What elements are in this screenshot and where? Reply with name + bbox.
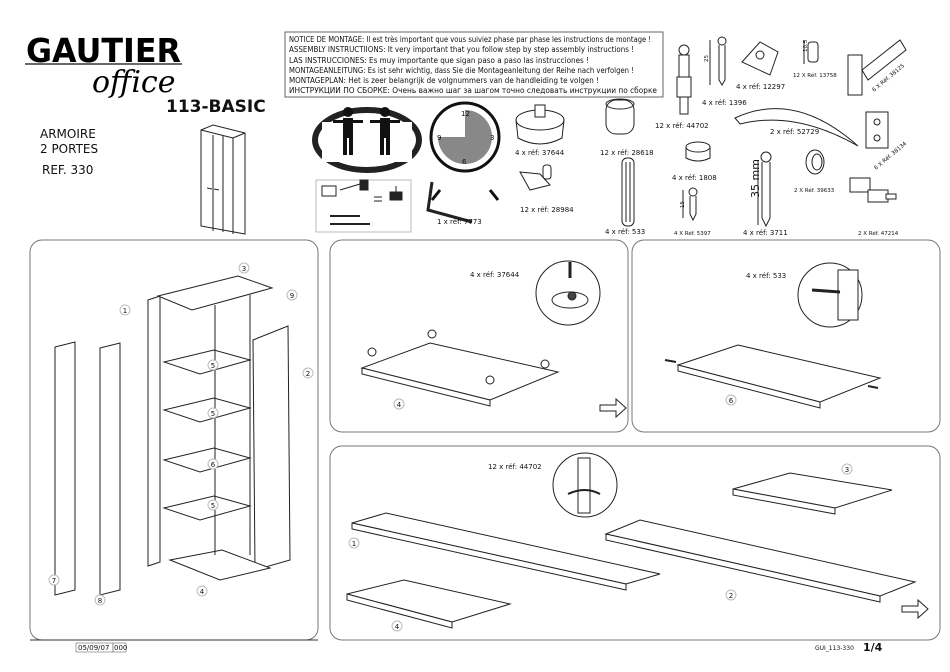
svg-text:LAS INSTRUCCIONES: Es muy impo: LAS INSTRUCCIONES: Es muy importante que… <box>289 56 589 65</box>
dowel-icon <box>621 157 635 227</box>
hw-label-1396: 4 x réf: 1396 <box>702 99 747 107</box>
handle-icon <box>734 108 859 147</box>
footer-doc: GUI_113-330 <box>815 645 854 652</box>
hw-label-12297: 4 x réf: 12297 <box>736 83 785 91</box>
step-3-drawing <box>664 262 882 409</box>
svg-text:2: 2 <box>729 592 733 600</box>
svg-text:1: 1 <box>123 307 127 315</box>
footer-code: 000 <box>114 644 127 652</box>
product-line1: ARMOIRE <box>40 127 96 141</box>
shelf-support-icon <box>519 164 552 191</box>
grommet-icon <box>805 149 825 175</box>
svg-text:5: 5 <box>211 362 215 370</box>
step-4-label: 12 x réf: 44702 <box>488 463 542 471</box>
cam-housing-icon <box>515 104 565 145</box>
part-numbers: 3 1 9 2 5 5 6 5 7 8 4 <box>48 262 314 606</box>
part-6-callout: 6 <box>729 397 734 405</box>
cap-icon <box>685 141 711 162</box>
exploded-view <box>54 275 291 596</box>
hw-label-37644: 4 x réf: 37644 <box>515 149 565 157</box>
hinge-icon <box>847 39 907 96</box>
page-number: 1/4 <box>863 641 883 654</box>
hw-label-13758: 12 X Réf. 13758 <box>793 72 837 79</box>
step-4-drawing <box>346 452 929 629</box>
svg-text:2: 2 <box>306 370 310 378</box>
svg-text:1: 1 <box>352 540 356 548</box>
svg-text:ASSEMBLY INSTRUCTIIONS: It ver: ASSEMBLY INSTRUCTIIONS: It very importan… <box>289 45 634 54</box>
part-4-callout: 4 <box>397 401 402 409</box>
svg-text:8: 8 <box>98 597 102 605</box>
dim-35mm: 35 mm <box>749 159 762 198</box>
product-ref: REF. 330 <box>42 163 93 177</box>
svg-text:9: 9 <box>437 134 441 142</box>
hw-label-28984: 12 x réf: 28984 <box>520 206 574 214</box>
hw-label-7773: 1 x réf: 7773 <box>437 218 482 226</box>
svg-text:ИНСТРУКЦИИ ПО СБОРКЕ: Очень ва: ИНСТРУКЦИИ ПО СБОРКЕ: Очень важно шаг за… <box>289 86 657 95</box>
screw-15-icon <box>682 187 698 222</box>
step-2-label: 4 x réf: 37644 <box>470 271 520 279</box>
step-3-label: 4 x réf: 533 <box>746 272 786 280</box>
model-title: 113-BASIC <box>166 97 266 117</box>
notice-text: NOTICE DE MONTAGE: Il est très important… <box>289 35 657 95</box>
svg-text:MONTAGEPLAN: Het is zeer belan: MONTAGEPLAN: Het is zeer belangrijk de v… <box>289 76 599 85</box>
hw-label-1808: 4 x réf: 1808 <box>672 174 717 182</box>
svg-text:3: 3 <box>490 134 494 142</box>
cam-lock-icon <box>605 98 635 135</box>
footer-date: 05/09/07 <box>78 644 109 652</box>
svg-text:3: 3 <box>845 466 849 474</box>
hw-label-44702: 12 x réf: 44702 <box>655 122 709 130</box>
insert-icon <box>803 40 819 64</box>
svg-text:6: 6 <box>462 158 467 166</box>
svg-text:4: 4 <box>395 623 400 631</box>
screw-25-icon <box>709 36 727 86</box>
hw-label-5397: 4 X Réf. 5397 <box>674 230 711 237</box>
svg-text:4: 4 <box>200 588 205 596</box>
svg-text:3: 3 <box>242 265 246 273</box>
hw-label-3711: 4 x réf: 3711 <box>743 229 788 237</box>
svg-text:NOTICE DE MONTAGE: Il est très: NOTICE DE MONTAGE: Il est très important… <box>289 35 651 44</box>
product-line2: 2 PORTES <box>40 142 98 156</box>
brand-sub: office <box>92 65 175 100</box>
step-3-panel <box>631 239 941 433</box>
dim-10-5: 10.5 <box>803 39 809 52</box>
clock-icon: 12 3 6 9 <box>429 101 501 201</box>
hw-label-533: 4 x réf: 533 <box>605 228 645 236</box>
svg-text:7: 7 <box>52 577 56 585</box>
screw-35-icon <box>757 151 772 228</box>
tools-icon <box>315 179 412 233</box>
two-persons-icon <box>312 107 422 173</box>
svg-text:6: 6 <box>211 461 216 469</box>
svg-text:5: 5 <box>211 410 215 418</box>
gautier-logo: GAUTIER office <box>25 31 182 100</box>
notice-box <box>284 31 664 98</box>
bracket-icon <box>741 41 779 76</box>
connector-bolt-icon <box>676 44 692 115</box>
dim-15: 15 <box>680 201 686 208</box>
svg-text:MONTAGEANLEITUNG: Es ist sehr: MONTAGEANLEITUNG: Es ist sehr wichtig, d… <box>289 66 634 75</box>
svg-text:9: 9 <box>290 292 294 300</box>
hw-label-52729: 2 x réf: 52729 <box>770 128 819 136</box>
lock-icon <box>849 177 897 203</box>
allen-key-icon <box>426 181 473 224</box>
hw-label-39633: 2 X Réf. 39633 <box>794 187 835 194</box>
step-4-part-numbers: 1 3 2 4 <box>348 463 853 632</box>
hinge-plate-icon <box>865 111 889 149</box>
hw-label-47214: 2 X Réf. 47214 <box>858 230 899 237</box>
dim-25: 25 <box>704 55 710 62</box>
svg-text:12: 12 <box>461 110 470 118</box>
step-2-drawing <box>360 260 627 419</box>
svg-text:5: 5 <box>211 502 215 510</box>
cabinet-thumbnail <box>200 124 246 235</box>
hw-label-28618: 12 x réf: 28618 <box>600 149 654 157</box>
